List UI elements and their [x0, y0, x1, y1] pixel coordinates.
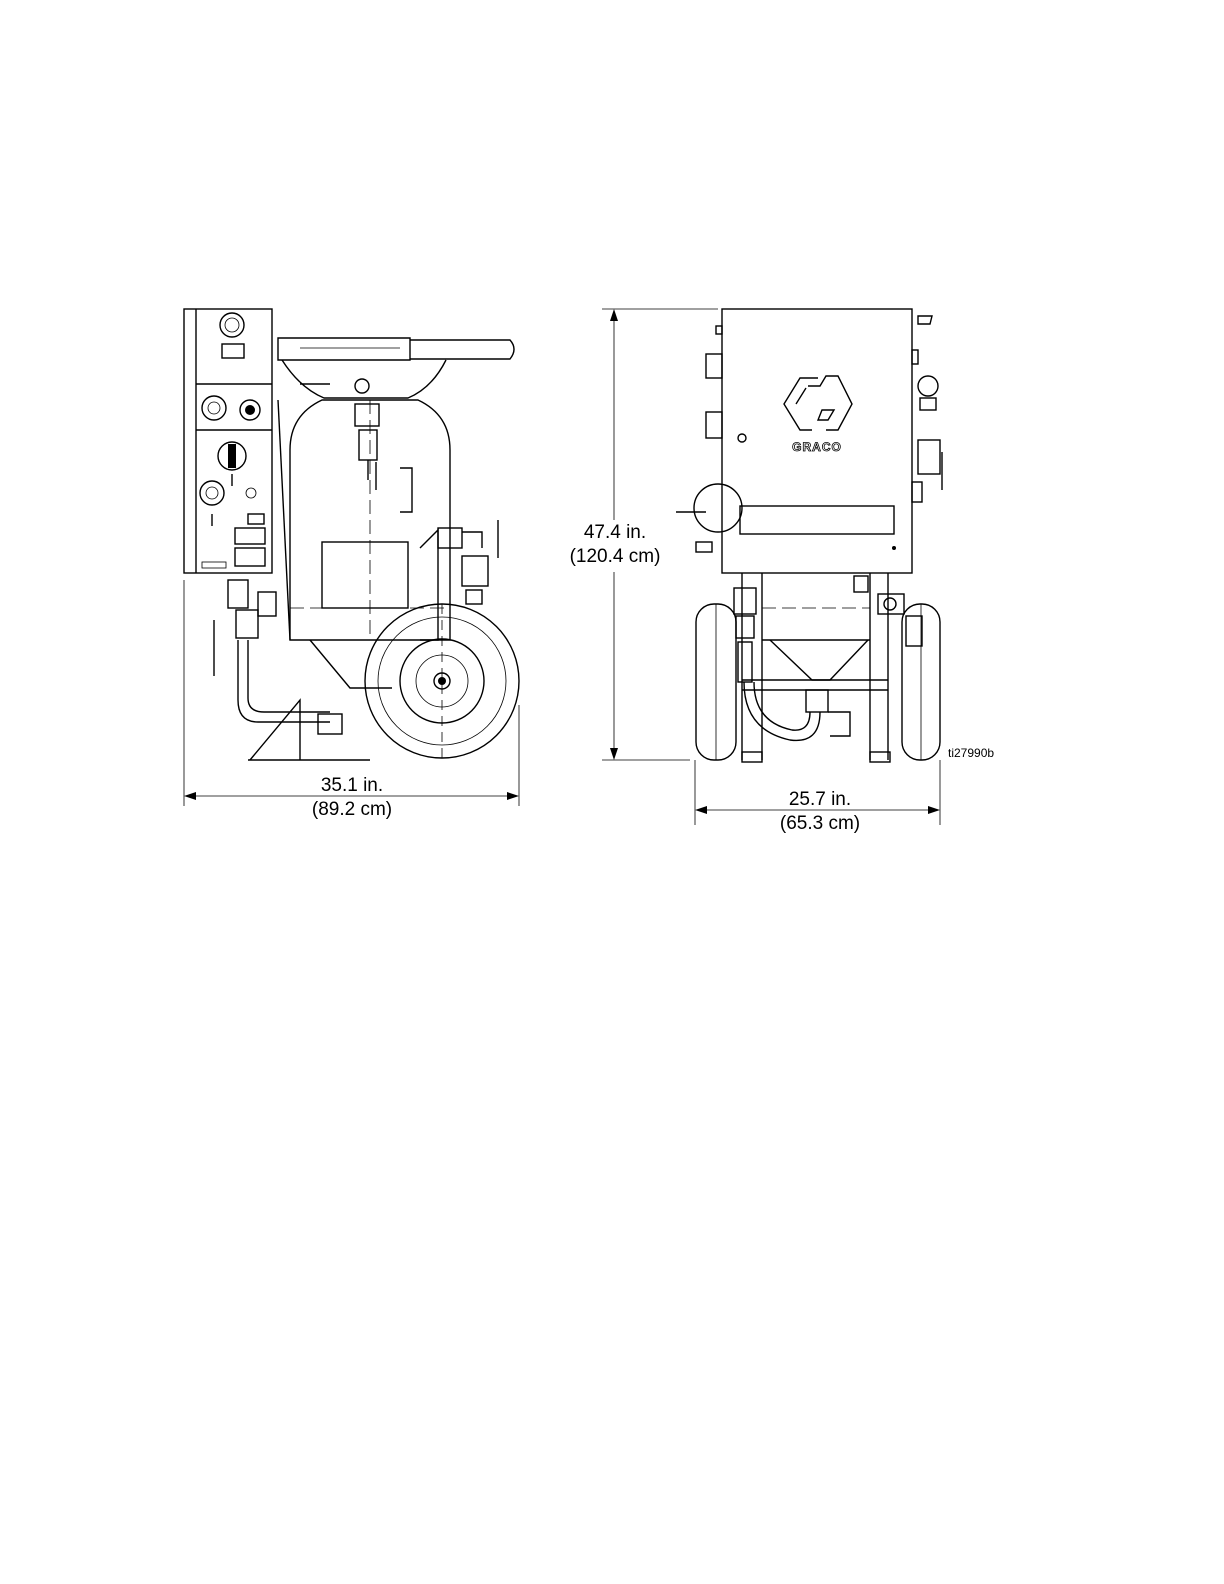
- front-view: GRACO: [676, 309, 942, 762]
- side-wheel: [365, 604, 519, 758]
- side-width-metric: (89.2 cm): [262, 800, 442, 819]
- front-wheel-right: [902, 604, 940, 760]
- side-width-dimension: [184, 580, 519, 806]
- figure-id: ti27990b: [948, 747, 1018, 759]
- side-top-valve: [300, 379, 379, 490]
- side-outlet-valve: [420, 520, 498, 640]
- side-control-box: [184, 309, 272, 573]
- side-hopper: [278, 338, 514, 398]
- graco-logo-text: GRACO: [792, 440, 842, 454]
- graco-logo: [784, 376, 852, 430]
- front-wheel-left: [696, 604, 736, 760]
- side-lower-plumbing: [214, 400, 370, 760]
- height-metric: (120.4 cm): [540, 547, 690, 566]
- front-width-imperial: 25.7 in.: [730, 790, 910, 809]
- side-width-imperial: 35.1 in.: [262, 776, 442, 795]
- front-right-fittings: [918, 376, 942, 490]
- front-width-metric: (65.3 cm): [730, 814, 910, 833]
- front-frame: [742, 573, 890, 762]
- side-tank: [290, 400, 450, 688]
- height-imperial: 47.4 in.: [540, 523, 690, 542]
- side-view: [184, 309, 519, 760]
